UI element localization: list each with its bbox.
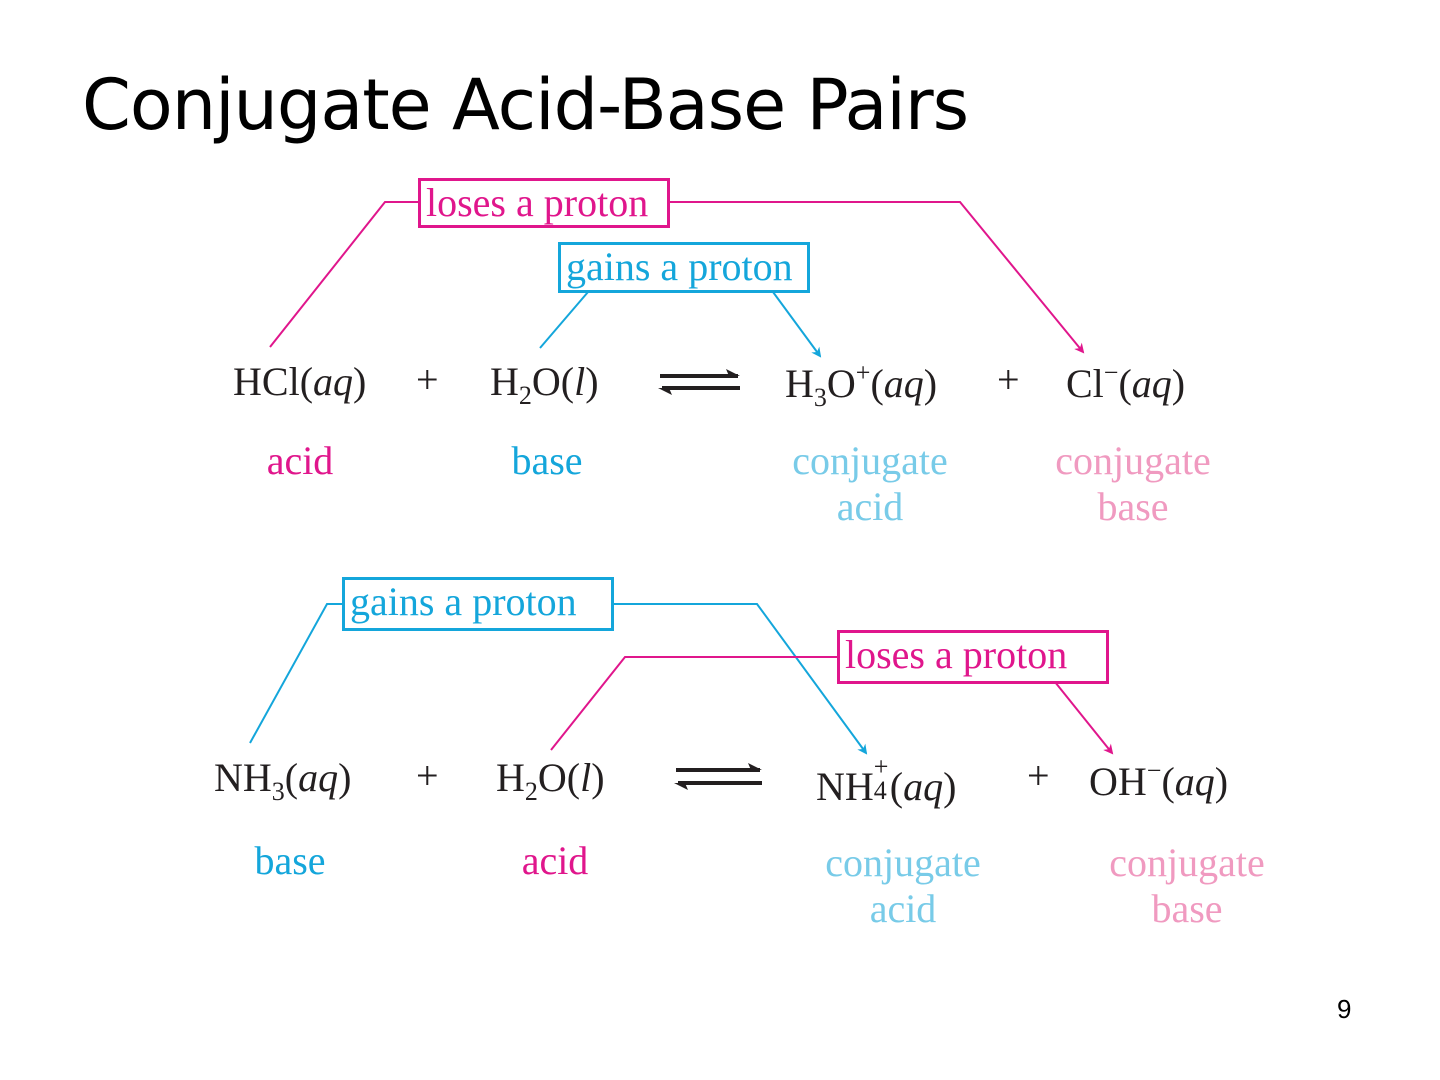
r2-role-acid: acid: [521, 838, 589, 883]
r1-gains-proton-label: gains a proton: [558, 242, 810, 293]
r2-loses-proton-connector: [550, 656, 1114, 755]
r1-role-base: base: [511, 438, 583, 483]
r1-product-h3o: H3O+(aq): [785, 358, 938, 412]
r1-plus-1: +: [416, 357, 439, 402]
r2-equilibrium-arrow-icon: [674, 763, 762, 790]
r2-plus-2: +: [1027, 753, 1050, 798]
r1-plus-2: +: [997, 357, 1020, 402]
page-number: 9: [1337, 994, 1352, 1024]
r1-product-cl: Cl−(aq): [1066, 358, 1186, 406]
r1-reactant-h2o: H2O(l): [490, 359, 599, 410]
r1-loses-proton-connector: [269, 201, 1085, 354]
r1-reactant-hcl: HCl(aq): [233, 359, 367, 404]
r2-plus-1: +: [416, 753, 439, 798]
r2-product-nh4: NH+4(aq): [816, 752, 957, 809]
r2-loses-proton-label: loses a proton: [837, 630, 1109, 684]
slide-title: Conjugate Acid-Base Pairs: [82, 64, 969, 146]
r2-role-base: base: [254, 838, 326, 883]
r1-loses-proton-label: loses a proton: [418, 178, 670, 228]
r2-product-oh: OH−(aq): [1089, 756, 1229, 804]
r1-gains-proton-connector: [539, 291, 822, 358]
r1-role-acid: acid: [266, 438, 334, 483]
r2-reactant-nh3: NH3(aq): [214, 755, 352, 806]
r2-gains-proton-connector: [249, 603, 868, 755]
r1-equilibrium-arrow-icon: [658, 369, 740, 395]
r2-reactant-h2o: H2O(l): [496, 755, 605, 806]
r2-gains-proton-label: gains a proton: [342, 577, 614, 631]
